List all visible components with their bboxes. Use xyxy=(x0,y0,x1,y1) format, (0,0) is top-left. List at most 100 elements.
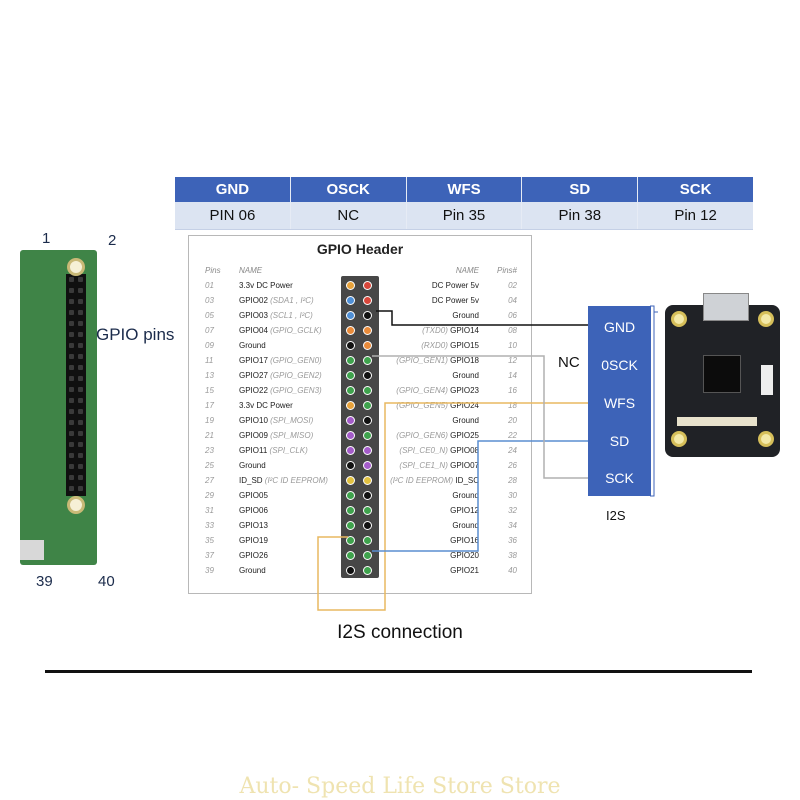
right-pin-number: 10 xyxy=(508,341,517,350)
header-pin xyxy=(69,420,74,425)
right-pin-number: 40 xyxy=(508,566,517,575)
left-pin-name-text: GPIO02 xyxy=(239,296,268,305)
left-pin-name-text: GPIO11 xyxy=(239,446,268,455)
header-pin xyxy=(69,365,74,370)
header-pin xyxy=(69,299,74,304)
divider-line xyxy=(45,670,752,673)
right-pin-dot xyxy=(363,356,372,365)
i2s-pin-gnd: GND xyxy=(603,319,636,335)
watermark-text: Auto- Speed Life Store Store xyxy=(239,774,561,799)
right-pin-function: (RXD0) xyxy=(421,341,451,350)
hdmi-port xyxy=(703,293,749,321)
right-pin-function: (GPIO_GEN6) xyxy=(396,431,451,440)
left-pin-name-text: GPIO27 xyxy=(239,371,268,380)
left-pin-number: 33 xyxy=(205,521,214,530)
left-pin-name-text: GPIO09 xyxy=(239,431,268,440)
header-pin xyxy=(69,387,74,392)
right-pin-dot xyxy=(363,536,372,545)
right-pin-name-text: Ground xyxy=(452,521,479,530)
left-pin-number: 29 xyxy=(205,491,214,500)
left-pin-name-text: GPIO22 xyxy=(239,386,268,395)
left-pin-name: GPIO03 (SCL1 , I²C) xyxy=(239,311,313,320)
right-pin-name: Ground xyxy=(452,416,479,425)
header-pin xyxy=(69,398,74,403)
table-header-gnd: GND xyxy=(175,177,291,202)
left-pin-number: 25 xyxy=(205,461,214,470)
left-pin-name: GPIO19 xyxy=(239,536,268,545)
left-pin-number: 05 xyxy=(205,311,214,320)
module-chip xyxy=(703,355,741,393)
header-pin xyxy=(78,398,83,403)
left-pin-number: 23 xyxy=(205,446,214,455)
right-pin-name-text: DC Power 5v xyxy=(431,296,479,305)
left-pin-name: GPIO06 xyxy=(239,506,268,515)
left-pin-name-text: GPIO13 xyxy=(239,521,268,530)
right-pin-dot xyxy=(363,341,372,350)
right-pin-function: (GPIO_GEN4) xyxy=(396,386,451,395)
right-pin-number: 12 xyxy=(508,356,517,365)
right-pin-name: (TXD0) GPIO14 xyxy=(422,326,479,335)
i2s-pin-sck: SCK xyxy=(605,470,634,486)
left-pin-dot xyxy=(346,341,355,350)
header-pin xyxy=(69,376,74,381)
left-pin-name-text: GPIO04 xyxy=(239,326,268,335)
header-pin xyxy=(69,486,74,491)
left-pin-function: (GPIO_GEN0) xyxy=(267,356,322,365)
mount-hole-bottom xyxy=(67,496,85,514)
left-pin-dot xyxy=(346,566,355,575)
header-pin xyxy=(78,310,83,315)
right-pin-name-text: GPIO16 xyxy=(450,536,479,545)
left-pin-dot xyxy=(346,476,355,485)
header-pin xyxy=(78,354,83,359)
pin-39-label: 39 xyxy=(36,573,53,590)
left-pin-name-text: GPIO19 xyxy=(239,536,268,545)
i2s-connector-box: GND 0SCK WFS SD SCK xyxy=(588,306,651,496)
i2s-pin-sd: SD xyxy=(609,433,630,449)
header-pin xyxy=(69,442,74,447)
right-pin-name-text: GPIO23 xyxy=(450,386,479,395)
left-pin-name: GPIO11 (SPI_CLK) xyxy=(239,446,308,455)
left-pin-name-text: GPIO17 xyxy=(239,356,268,365)
right-pin-name: (SPI_CE0_N) GPIO08 xyxy=(399,446,479,455)
col-name-left: NAME xyxy=(239,266,263,275)
i2s-bracket xyxy=(650,305,655,497)
right-pin-name-text: Ground xyxy=(452,311,479,320)
right-pin-name: (SPI_CE1_N) GPIO07 xyxy=(399,461,479,470)
right-pin-dot xyxy=(363,311,372,320)
col-pins-left: Pins xyxy=(205,266,221,275)
right-pin-name-text: GPIO12 xyxy=(450,506,479,515)
left-pin-number: 03 xyxy=(205,296,214,305)
pin-40-label: 40 xyxy=(98,573,115,590)
left-pin-dot xyxy=(346,551,355,560)
header-pin xyxy=(78,365,83,370)
left-pin-dot xyxy=(346,416,355,425)
header-pin xyxy=(69,354,74,359)
right-pin-dot xyxy=(363,371,372,380)
left-pin-dot xyxy=(346,461,355,470)
right-pin-name-text: GPIO24 xyxy=(450,401,479,410)
col-pins-right: Pins# xyxy=(496,266,517,275)
module-hole-bl xyxy=(671,431,687,447)
header-pin xyxy=(78,299,83,304)
left-pin-dot xyxy=(346,506,355,515)
left-pin-function: (I²C ID EEPROM) xyxy=(262,476,328,485)
left-pin-number: 13 xyxy=(205,371,214,380)
left-pin-dot xyxy=(346,326,355,335)
left-pin-function: (SCL1 , I²C) xyxy=(267,311,313,320)
right-pin-name: GPIO12 xyxy=(450,506,479,515)
right-pin-dot xyxy=(363,566,372,575)
table-value-row: PIN 06 NC Pin 35 Pin 38 Pin 12 xyxy=(175,202,753,230)
left-pin-dot xyxy=(346,446,355,455)
table-value-gnd: PIN 06 xyxy=(175,202,291,229)
left-pin-number: 31 xyxy=(205,506,214,515)
right-pin-dot xyxy=(363,551,372,560)
header-pin xyxy=(69,431,74,436)
wire-wfs xyxy=(317,402,588,611)
